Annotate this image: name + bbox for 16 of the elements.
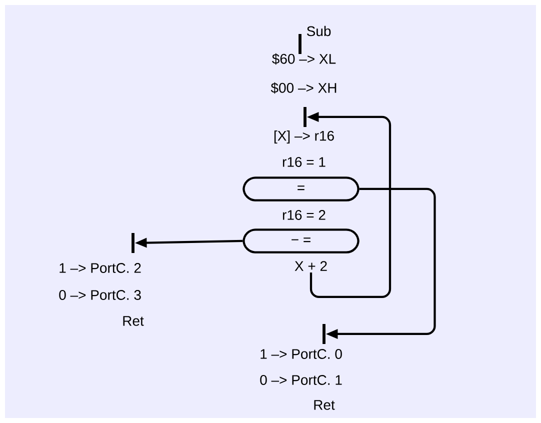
- bar-caption: Sub: [306, 26, 331, 36]
- entry-bar: [298, 34, 302, 54]
- statement-text: $00 –> XH: [270, 82, 336, 94]
- branch-pill: − =: [242, 228, 360, 254]
- statement-text: Ret: [123, 316, 144, 326]
- statement-text: 0 –> PortC. 3: [59, 290, 141, 300]
- statement-text: Ret: [314, 400, 335, 410]
- statement-text: r16 = 1: [282, 157, 326, 167]
- statement-text: 0 –> PortC. 1: [260, 375, 342, 385]
- branch-pill: =: [242, 176, 360, 202]
- entry-bar: [132, 233, 134, 253]
- statement-text: r16 = 2: [282, 210, 326, 220]
- entry-bar: [304, 107, 306, 127]
- entry-bar: [322, 324, 326, 344]
- statement-text: $60 –> XL: [272, 53, 336, 65]
- statement-text: X + 2: [294, 261, 327, 271]
